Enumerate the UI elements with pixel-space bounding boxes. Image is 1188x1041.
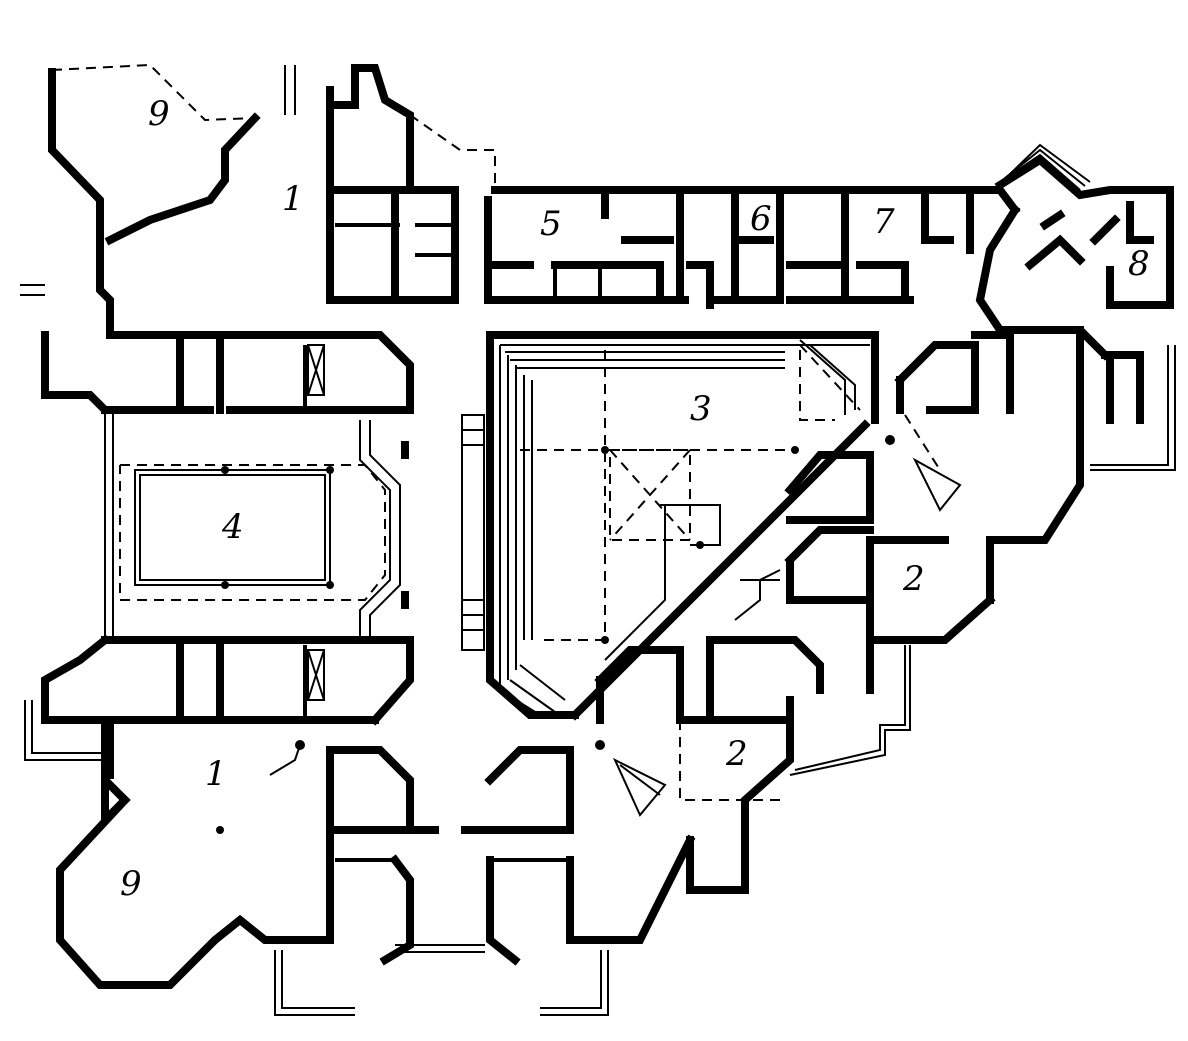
right-wing-interior bbox=[999, 143, 1154, 271]
room-2-right-label: 2 bbox=[902, 559, 925, 599]
room-6-label: 6 bbox=[750, 199, 772, 239]
room-1-bottom-label: 1 bbox=[205, 754, 227, 794]
left-lower-rooms bbox=[101, 636, 414, 726]
top-corridor-rooms bbox=[486, 191, 974, 309]
left-upper-rooms bbox=[101, 331, 414, 414]
outer-walls bbox=[41, 63, 1174, 989]
room-8-label: 8 bbox=[1128, 244, 1150, 284]
room-7-label: 7 bbox=[873, 202, 895, 242]
room-2-lower-label: 2 bbox=[725, 734, 748, 774]
room-4-court bbox=[119, 420, 409, 640]
room-4-label: 4 bbox=[221, 507, 244, 547]
top-left-service-rooms bbox=[331, 186, 459, 304]
room-labels: 9 1 5 6 7 8 3 4 2 2 1 9 bbox=[120, 94, 1150, 904]
room-3-label: 3 bbox=[690, 389, 712, 429]
room-9-bottom-label: 9 bbox=[120, 864, 142, 904]
room-1-top-label: 1 bbox=[282, 179, 304, 219]
entrance-steps bbox=[20, 65, 609, 1016]
room-9-top-label: 9 bbox=[148, 94, 170, 134]
right-rooms bbox=[594, 331, 1176, 801]
lower-middle-rooms bbox=[395, 740, 667, 966]
room-5-label: 5 bbox=[540, 204, 562, 244]
lobby-1-bottom bbox=[106, 716, 439, 966]
hall-3 bbox=[461, 331, 879, 721]
